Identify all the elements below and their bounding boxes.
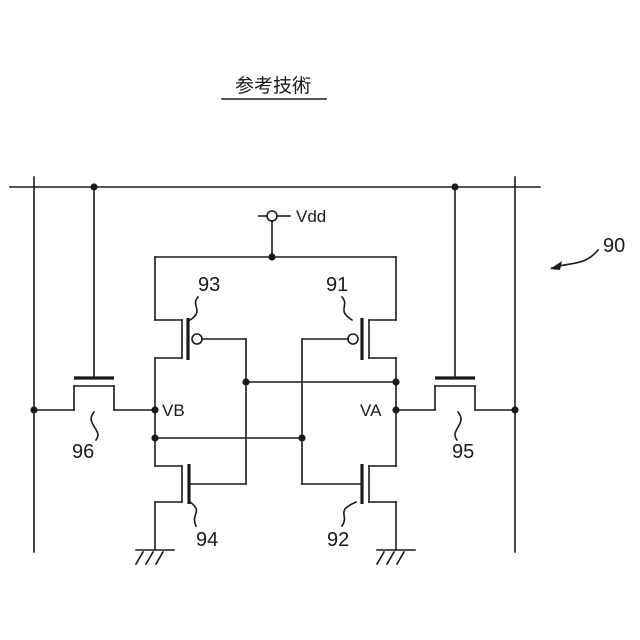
- leader-92: [342, 502, 356, 526]
- leader-95: [455, 412, 461, 440]
- transistor-92: [302, 464, 396, 504]
- junction-dot: [151, 434, 158, 441]
- leader-96: [91, 412, 98, 440]
- junction-dot: [298, 434, 305, 441]
- transistor-91: [302, 318, 396, 360]
- junction-dot: [392, 378, 399, 385]
- junction-dot: [30, 406, 37, 413]
- transistor-95: [396, 378, 515, 410]
- diagram-title: 参考技術: [235, 75, 311, 97]
- leader-94: [190, 502, 196, 526]
- arrowhead-90: [550, 261, 562, 270]
- vdd-terminal: [267, 211, 277, 221]
- ref-label-93: 93: [198, 274, 220, 296]
- transistor-93: [155, 318, 246, 360]
- ref-label-94: 94: [196, 529, 218, 551]
- transistor-94: [155, 464, 246, 504]
- ref-label-90: 90: [603, 235, 625, 257]
- junction-dot: [151, 406, 158, 413]
- junction-dot: [392, 406, 399, 413]
- junction-dot: [511, 406, 518, 413]
- ref-label-96: 96: [72, 441, 94, 463]
- vdd-label: Vdd: [296, 207, 326, 226]
- transistor-96: [34, 378, 155, 410]
- leader-91: [342, 297, 352, 320]
- node-label-va: VA: [360, 401, 382, 420]
- leader-93: [190, 297, 198, 320]
- ground-symbol-right: [377, 550, 415, 564]
- junction-dot: [242, 378, 249, 385]
- ground-symbol-left: [136, 550, 174, 564]
- ref-label-95: 95: [452, 441, 474, 463]
- node-label-vb: VB: [162, 401, 185, 420]
- ref-label-91: 91: [326, 274, 348, 296]
- ref-label-92: 92: [327, 529, 349, 551]
